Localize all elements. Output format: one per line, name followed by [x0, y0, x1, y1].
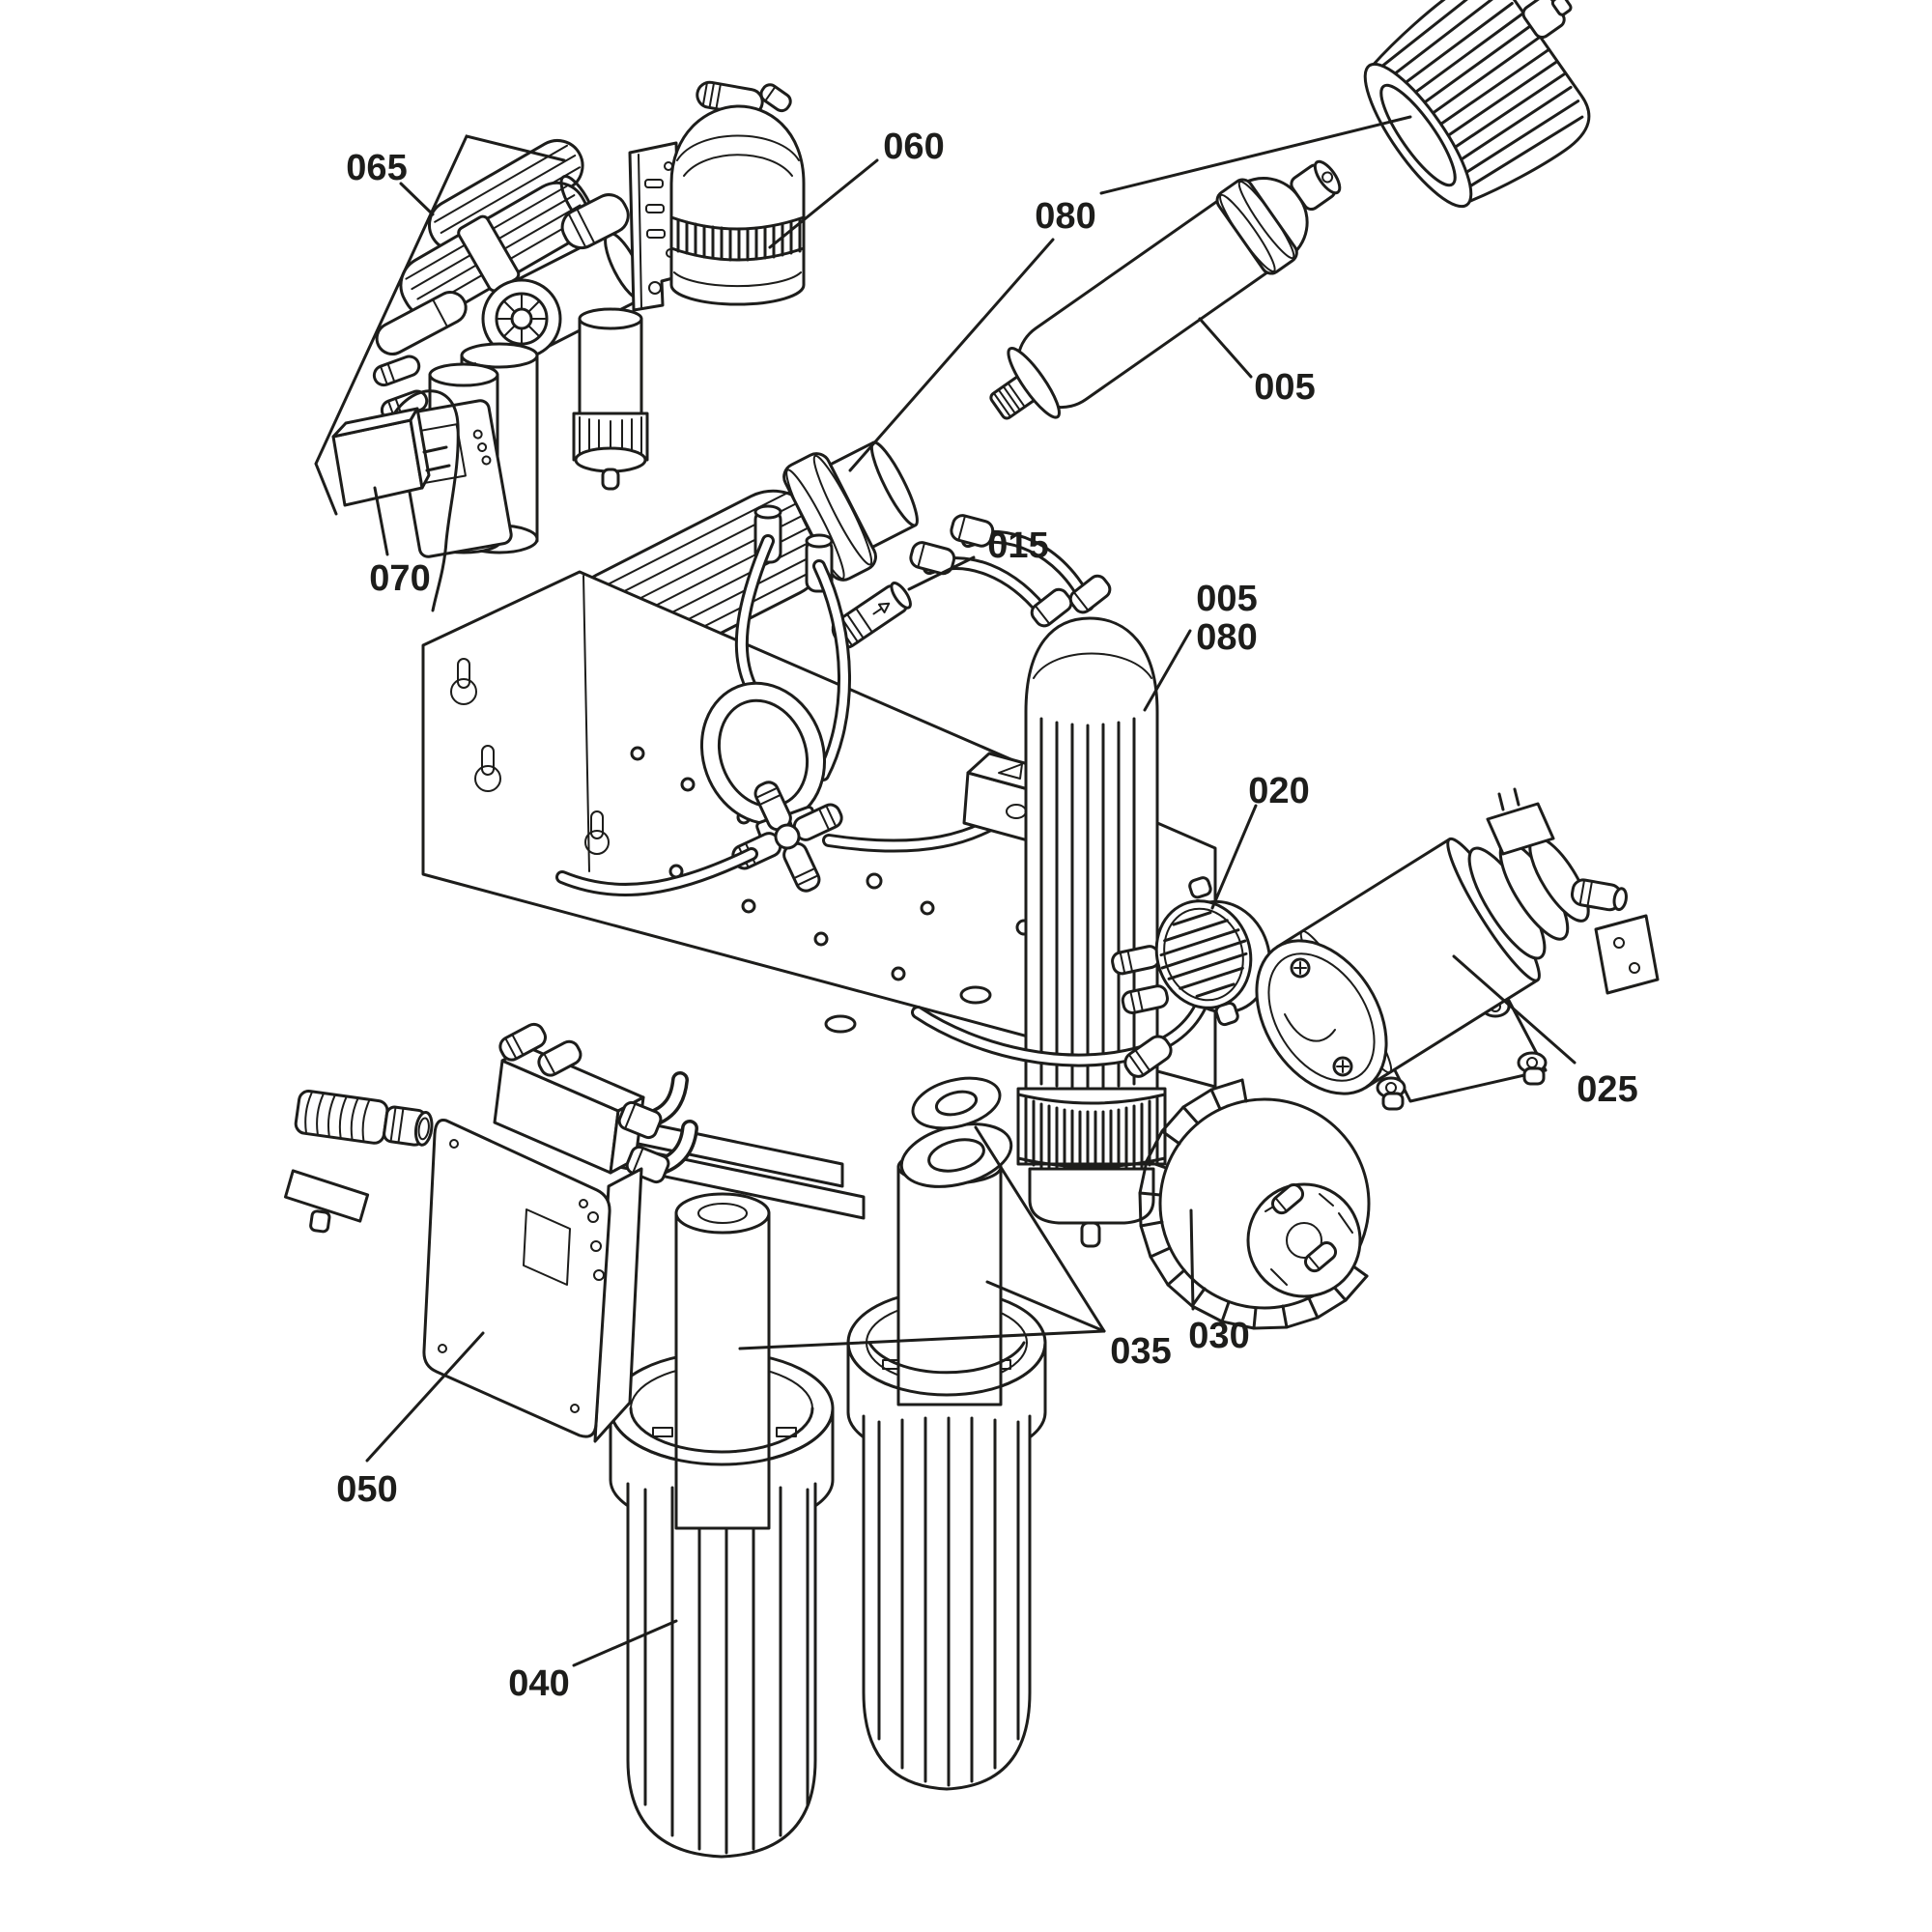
tank-fitting-nipple: [759, 83, 792, 113]
part-label-070: 070: [369, 558, 430, 599]
pump-face-screws: [1284, 957, 1353, 1077]
part-housing-cap: [1363, 0, 1591, 209]
part-motor-cover: [1123, 1035, 1371, 1330]
valve-grill: [1159, 911, 1248, 998]
housing-flutes: [1039, 717, 1136, 1090]
leader-line-035: [985, 1280, 1106, 1333]
part-label-015: 015: [987, 526, 1048, 566]
capped-tube: [375, 291, 468, 355]
part-complete-assembly: [331, 139, 682, 612]
part-storage-tank: [669, 80, 806, 306]
leader-line-040: [572, 1619, 678, 1667]
leader-line-080-cap: [1099, 115, 1412, 195]
leader-line-030: [1189, 1208, 1195, 1311]
leader-line-080-housing: [1143, 629, 1192, 712]
part-label-065: 065: [346, 148, 407, 188]
leader-line-025: [1452, 954, 1577, 1065]
part-filter-bowl-left: [609, 1350, 835, 1859]
leader-line-065: [399, 182, 435, 216]
bowl-ribs: [877, 1416, 1020, 1787]
part-label-080-housing: 080: [1196, 617, 1257, 658]
part-label-080-cap: 080: [1035, 196, 1095, 237]
pump-head: [1467, 787, 1660, 995]
part-label-035: 035: [1110, 1331, 1171, 1372]
inline-fitting: [283, 1090, 434, 1234]
cap-knurl: [1381, 0, 1584, 189]
leader-line-065: [314, 134, 566, 516]
part-controller-box: [283, 1022, 698, 1443]
leader-line-050: [365, 1331, 485, 1463]
leader-line-070: [373, 486, 389, 556]
cover-fitting: [1123, 1035, 1173, 1078]
leader-line-015: [907, 555, 976, 591]
housing-knurl-band: [1024, 1096, 1159, 1178]
assembly-fitting: [372, 355, 421, 387]
wall-bracket: [628, 141, 682, 312]
part-mounting-bracket: [421, 504, 1217, 1220]
tank-knurl-band: [676, 218, 802, 262]
controller-connectors: [493, 1022, 698, 1184]
leader-line-060: [768, 158, 879, 249]
part-label-020: 020: [1248, 771, 1309, 811]
leader-line-035: [974, 1125, 1106, 1333]
part-filter-cartridge-right: [846, 1076, 1047, 1406]
part-label-060: 060: [883, 127, 944, 167]
leader-line-005-membrane: [1198, 317, 1253, 379]
part-shutoff-valve: [1111, 876, 1272, 1027]
part-label-005-housing: 005: [1196, 579, 1257, 619]
leader-line-035: [738, 1329, 1106, 1350]
bracket-keyholes: [450, 658, 610, 855]
part-label-040: 040: [508, 1663, 569, 1704]
leader-line-020: [1210, 804, 1258, 910]
part-label-050: 050: [336, 1469, 397, 1510]
part-label-025: 025: [1577, 1069, 1637, 1110]
part-label-005-membrane: 005: [1254, 367, 1315, 408]
callout-layer: 0650600800050700150050800200250300350500…: [314, 115, 1638, 1704]
part-filter-cartridge-left: [609, 1192, 835, 1530]
part-label-030: 030: [1188, 1316, 1249, 1356]
part-membrane-element: [989, 159, 1342, 420]
leader-line-080-cap: [848, 238, 1055, 472]
bowl-ribs: [643, 1484, 810, 1855]
diagram-artwork: [283, 0, 1660, 1859]
power-adapter: [331, 389, 460, 612]
part-booster-pump: [1255, 787, 1660, 1111]
